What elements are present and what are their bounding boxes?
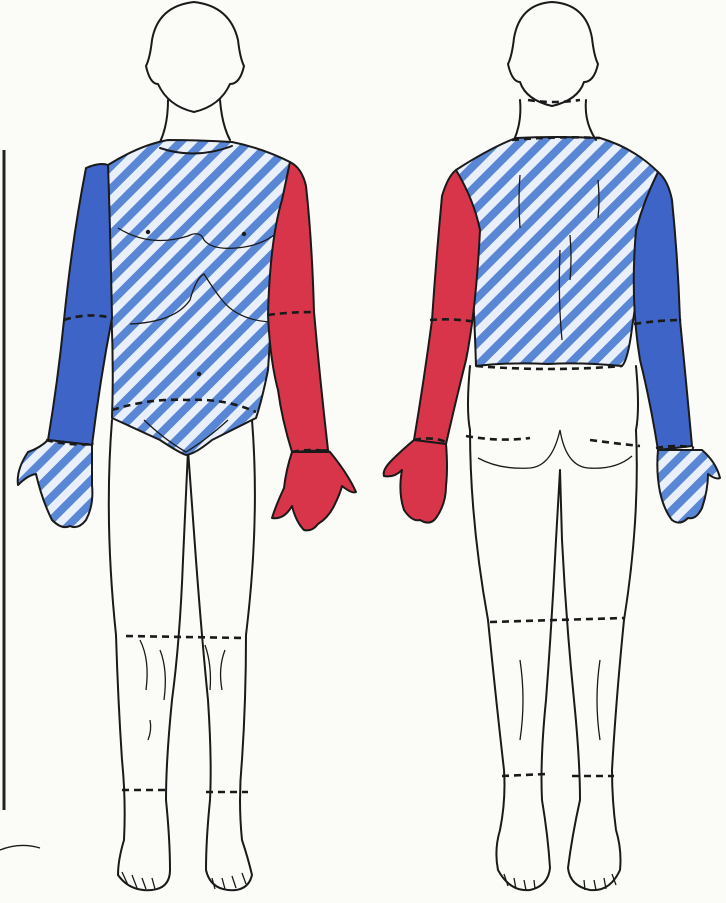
posterior-left-toes — [504, 874, 535, 890]
posterior-back-region — [456, 137, 658, 366]
posterior-hips — [468, 366, 638, 430]
posterior-left-hand-region — [384, 440, 447, 523]
anterior-legs — [109, 420, 255, 890]
posterior-right-hand-region — [657, 450, 720, 523]
posterior-calf-lines — [520, 660, 600, 740]
anterior-right-arm-region — [48, 164, 112, 445]
anterior-ankle-dash — [122, 790, 248, 792]
anterior-view — [18, 2, 356, 890]
anterior-neck — [160, 100, 230, 142]
anterior-head — [146, 2, 244, 112]
anterior-navel — [197, 372, 201, 376]
anterior-knee-lines — [140, 640, 225, 700]
posterior-head — [508, 2, 598, 106]
anterior-knee-dash — [126, 636, 244, 638]
anterior-shin-mark — [148, 720, 151, 740]
anterior-right-toes — [122, 872, 155, 889]
posterior-knee-dash — [490, 618, 624, 622]
posterior-view — [384, 2, 720, 890]
anterior-right-hand-region — [18, 440, 93, 527]
anterior-left-hand-region — [272, 452, 356, 530]
posterior-right-arm-region — [634, 172, 692, 450]
posterior-legs — [470, 430, 637, 890]
posterior-ankle-dash — [502, 774, 614, 776]
anterior-left-nipple — [242, 232, 246, 236]
posterior-buttocks-line — [478, 430, 632, 468]
anterior-trunk-region — [106, 140, 290, 455]
frame-corner-mark — [0, 845, 40, 850]
anterior-right-nipple — [146, 230, 150, 234]
posterior-left-arm-region — [414, 170, 480, 444]
posterior-gluteal-dash — [466, 436, 640, 446]
posterior-waist-dash — [476, 366, 622, 369]
